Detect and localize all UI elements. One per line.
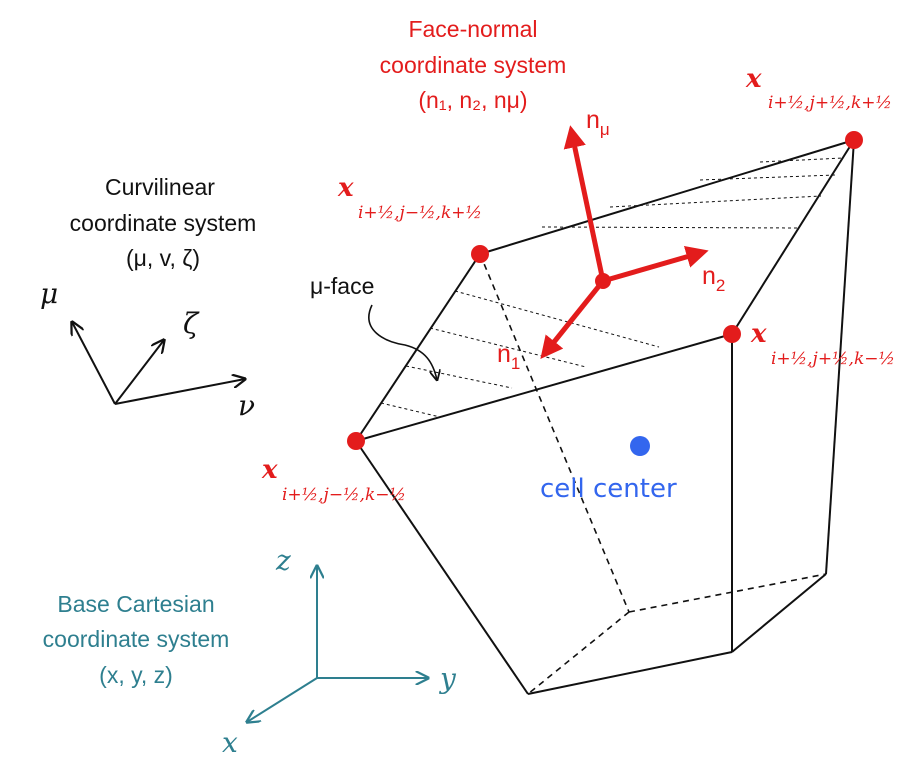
n1-vector [540, 279, 605, 360]
curvilinear-axis-nu: ν [238, 389, 255, 422]
vertex-label-bottom-left: x i+½,j−½,k−½ [261, 455, 406, 505]
vertex-label-top-right: x i+½,j+½,k+½ [745, 64, 892, 113]
n2-vector [602, 245, 709, 284]
svg-text:i+½,j−½,k+½: i+½,j−½,k+½ [358, 203, 482, 223]
n-mu-label: nμ [586, 106, 610, 139]
cell-center-label: cell center [540, 474, 677, 504]
curvilinear-axis-mu: μ [40, 277, 58, 310]
cell-center-dot [630, 436, 650, 456]
cell-edges-solid [355, 139, 855, 695]
curvilinear-axes [72, 322, 245, 405]
vertex-top-right [845, 131, 863, 149]
mu-face-callout: μ-face [310, 273, 437, 380]
mu-face-label: μ-face [310, 273, 374, 299]
svg-text:(μ, v, ζ): (μ, v, ζ) [126, 245, 200, 271]
vertex-bottom-left [347, 432, 365, 450]
svg-text:x: x [745, 64, 762, 94]
cartesian-axes [247, 566, 428, 722]
svg-text:Face-normal: Face-normal [408, 16, 537, 42]
svg-text:coordinate system: coordinate system [43, 626, 230, 652]
svg-text:coordinate system: coordinate system [380, 52, 567, 78]
vertex-mid-right [723, 325, 741, 343]
cartesian-title: Base Cartesian coordinate system (x, y, … [43, 591, 230, 688]
face-normal-title: Face-normal coordinate system (n₁, n₂, n… [380, 16, 567, 113]
svg-text:i+½,j−½,k−½: i+½,j−½,k−½ [282, 485, 406, 505]
cartesian-axis-y: y [438, 662, 457, 695]
svg-text:Curvilinear: Curvilinear [105, 174, 215, 200]
n2-label: n2 [702, 262, 725, 295]
cartesian-axis-x: x [222, 726, 238, 759]
cell-edges-hidden [479, 253, 827, 695]
vertex-label-top-left: x i+½,j−½,k+½ [337, 173, 482, 223]
cartesian-axis-z: z [275, 544, 291, 577]
curvilinear-title: Curvilinear coordinate system (μ, v, ζ) [70, 174, 257, 271]
face-center-dot [595, 273, 611, 289]
svg-text:x: x [337, 173, 354, 203]
curvilinear-axis-zeta: ζ [183, 307, 200, 340]
face-normal-vectors [540, 125, 709, 360]
svg-text:i+½,j+½,k+½: i+½,j+½,k+½ [768, 93, 892, 113]
svg-text:(x, y, z): (x, y, z) [99, 662, 173, 688]
svg-text:(n₁, n₂, nμ): (n₁, n₂, nμ) [418, 87, 527, 113]
svg-text:x: x [750, 319, 767, 349]
svg-text:coordinate system: coordinate system [70, 210, 257, 236]
n1-label: n1 [497, 340, 520, 373]
vertex-label-mid-right: x i+½,j+½,k−½ [750, 319, 895, 369]
svg-text:Base Cartesian: Base Cartesian [57, 591, 214, 617]
svg-text:x: x [261, 455, 278, 485]
n-mu-vector [563, 125, 606, 282]
vertex-top-left [471, 245, 489, 263]
mu-face-hatching [380, 157, 844, 418]
svg-text:i+½,j+½,k−½: i+½,j+½,k−½ [771, 349, 895, 369]
